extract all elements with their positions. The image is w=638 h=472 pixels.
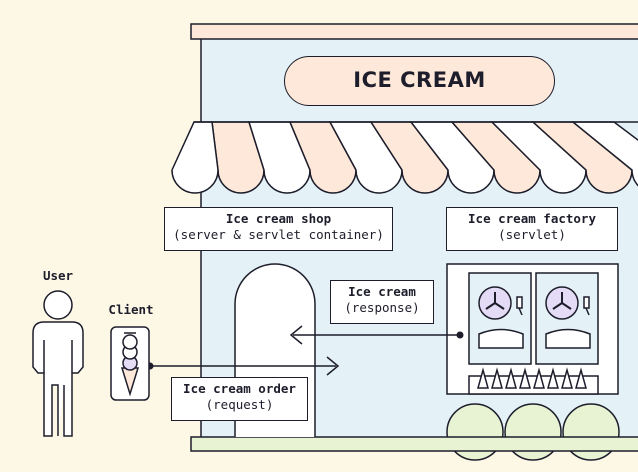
arrow-right-icon (326, 356, 340, 376)
ice-cream-cone-icon (120, 334, 140, 397)
arrow-left-icon (289, 325, 303, 345)
order-label-subtitle: (request) (205, 397, 274, 412)
awning-stripe (171, 121, 219, 194)
user-figure-icon (32, 290, 84, 437)
response-label-subtitle: (response) (344, 300, 420, 315)
ice-cream-machine-icon (446, 263, 619, 395)
shop-sign: ICE CREAM (284, 56, 555, 106)
shop-label: Ice cream shop (server & servlet contain… (164, 207, 393, 251)
awning (171, 121, 638, 194)
awning-stripe (570, 121, 638, 187)
order-label: Ice cream order (request) (171, 377, 308, 421)
phone-icon (110, 326, 150, 401)
response-label-title: Ice cream (348, 284, 416, 299)
client-label: Client (108, 302, 154, 317)
factory-label-subtitle: (servlet) (498, 227, 566, 242)
user-label: User (42, 268, 74, 283)
factory-label: Ice cream factory (servlet) (446, 207, 618, 251)
shop-label-subtitle: (server & servlet container) (173, 227, 384, 242)
shop-label-title: Ice cream shop (225, 211, 332, 226)
order-label-title: Ice cream order (183, 381, 296, 396)
response-label: Ice cream (response) (330, 280, 434, 324)
factory-label-title: Ice cream factory (468, 211, 596, 226)
ground (190, 436, 638, 452)
response-arrow-origin (456, 331, 464, 339)
roof-ledge (190, 23, 638, 40)
